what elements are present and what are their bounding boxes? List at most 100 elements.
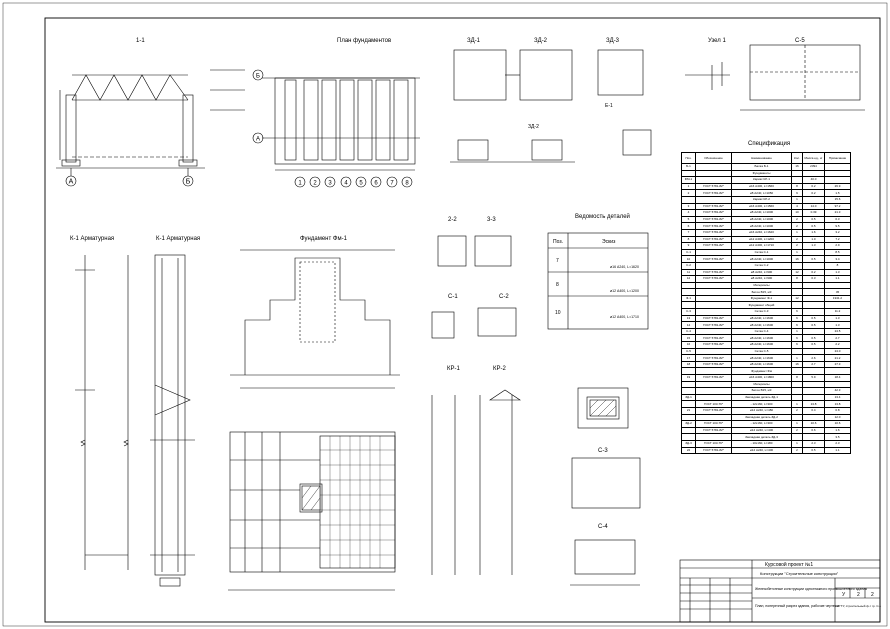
- table-cell: С-2: [681, 261, 696, 270]
- title-zd3: ЗД-3: [606, 38, 620, 44]
- table-cell: 2: [791, 222, 803, 230]
- table-cell: ЗД-2: [681, 420, 696, 428]
- table-cell: 8: [791, 182, 803, 191]
- table-cell: ГОСТ 5781-82*: [695, 228, 732, 237]
- spec-header-designation: Обозначение: [695, 152, 732, 164]
- column-k1-drawing: [75, 255, 129, 570]
- table-cell: 10: [791, 209, 803, 217]
- table-cell: ГОСТ 5781-82*: [695, 360, 732, 369]
- table-cell: ГОСТ 5781-82*: [695, 235, 732, 244]
- table-cell: 9: [681, 242, 696, 250]
- table-cell: 2.7: [802, 360, 825, 369]
- table-cell: 14: [681, 321, 696, 329]
- mesh-grid-drawing: [320, 436, 395, 568]
- plan-axis-6: 6: [374, 181, 378, 187]
- table-cell: 1: [791, 195, 803, 204]
- table-cell: 22: [681, 446, 696, 455]
- table-cell: 97.2: [824, 202, 851, 211]
- table-cell: 1.5: [824, 189, 851, 197]
- table-cell: 2.3: [802, 439, 825, 448]
- title-kr2: КР-2: [493, 366, 506, 372]
- table-cell: [695, 327, 732, 336]
- table-cell: 1.6: [824, 426, 851, 435]
- spec-header-note: Примечание: [824, 152, 851, 164]
- table-cell: [695, 281, 732, 290]
- table-cell: [695, 433, 732, 441]
- table-cell: [681, 288, 696, 296]
- table-cell: 8: [824, 261, 851, 270]
- table-cell: ГОСТ 5781-82*: [695, 341, 732, 349]
- table-cell: Сетка С-4: [731, 327, 792, 336]
- table-cell: [681, 380, 696, 389]
- table-cell: 45: [824, 288, 851, 296]
- table-cell: 9: [791, 189, 803, 197]
- table-cell: ГОСТ 5781-82*: [695, 268, 732, 277]
- table-cell: [681, 169, 696, 178]
- table-cell: [802, 169, 825, 178]
- table-cell: С-3: [681, 308, 696, 316]
- table-cell: ø8 А240, L=900: [731, 268, 792, 277]
- table-cell: 27.3: [824, 360, 851, 369]
- table-cell: 10.6: [802, 420, 825, 428]
- table-cell: 16: [791, 360, 803, 369]
- table-cell: [695, 301, 732, 310]
- table-cell: Сетка С-5: [731, 347, 792, 356]
- table-cell: Закладная деталь ЗД-2: [731, 413, 792, 422]
- title-block-drawing: [679, 559, 881, 623]
- embedded-details-drawing: [450, 49, 652, 163]
- table-cell: 8: [791, 275, 803, 283]
- table-cell: 13.8: [802, 400, 825, 408]
- plan-axis-label-b: А: [256, 137, 260, 143]
- table-cell: 1.1: [824, 446, 851, 455]
- table-cell: 1.3: [824, 268, 851, 277]
- table-cell: [681, 426, 696, 435]
- table-cell: ГОСТ 103-76*: [695, 400, 732, 408]
- table-cell: 5: [681, 215, 696, 224]
- table-cell: [695, 380, 732, 389]
- table-cell: ГОСТ 103-76*: [695, 420, 732, 428]
- table-cell: 2: [791, 406, 803, 415]
- table-cell: 7: [681, 228, 696, 237]
- table-cell: Закладная деталь ЗД-3: [731, 433, 792, 441]
- table-cell: [681, 195, 696, 204]
- table-cell: 2: [791, 215, 803, 224]
- table-cell: 9.5: [824, 222, 851, 230]
- table-cell: [802, 288, 825, 296]
- table-cell: 0.2: [802, 189, 825, 197]
- table-cell: Материалы: [731, 281, 792, 290]
- table-cell: ГОСТ 103-76*: [695, 439, 732, 448]
- table-cell: 16: [791, 163, 803, 171]
- table-cell: ø16 А400, L=1560: [731, 182, 792, 191]
- table-cell: [824, 301, 851, 310]
- bar-row-3-note: ø12 А400, L=1710: [610, 315, 639, 319]
- table-cell: ø12 А240, L=480: [731, 406, 792, 415]
- table-cell: 0.8: [824, 406, 851, 415]
- table-cell: [802, 294, 825, 303]
- table-cell: 2.9: [824, 242, 851, 250]
- table-cell: 2: [791, 235, 803, 244]
- table-cell: [791, 433, 803, 441]
- bar-table-header-pos: Поз.: [553, 239, 563, 245]
- table-cell: ø8 А240, L=1600: [731, 354, 792, 362]
- table-cell: ГОСТ 5781-82*: [695, 334, 732, 343]
- title-spec: Спецификация: [748, 141, 790, 147]
- table-cell: [695, 387, 732, 395]
- table-cell: Сетка С-1: [731, 248, 792, 257]
- table-cell: 1.0: [802, 235, 825, 244]
- table-cell: ø8 А240, L=1000: [731, 215, 792, 224]
- table-cell: [695, 393, 732, 402]
- table-cell: 0.3: [824, 215, 851, 224]
